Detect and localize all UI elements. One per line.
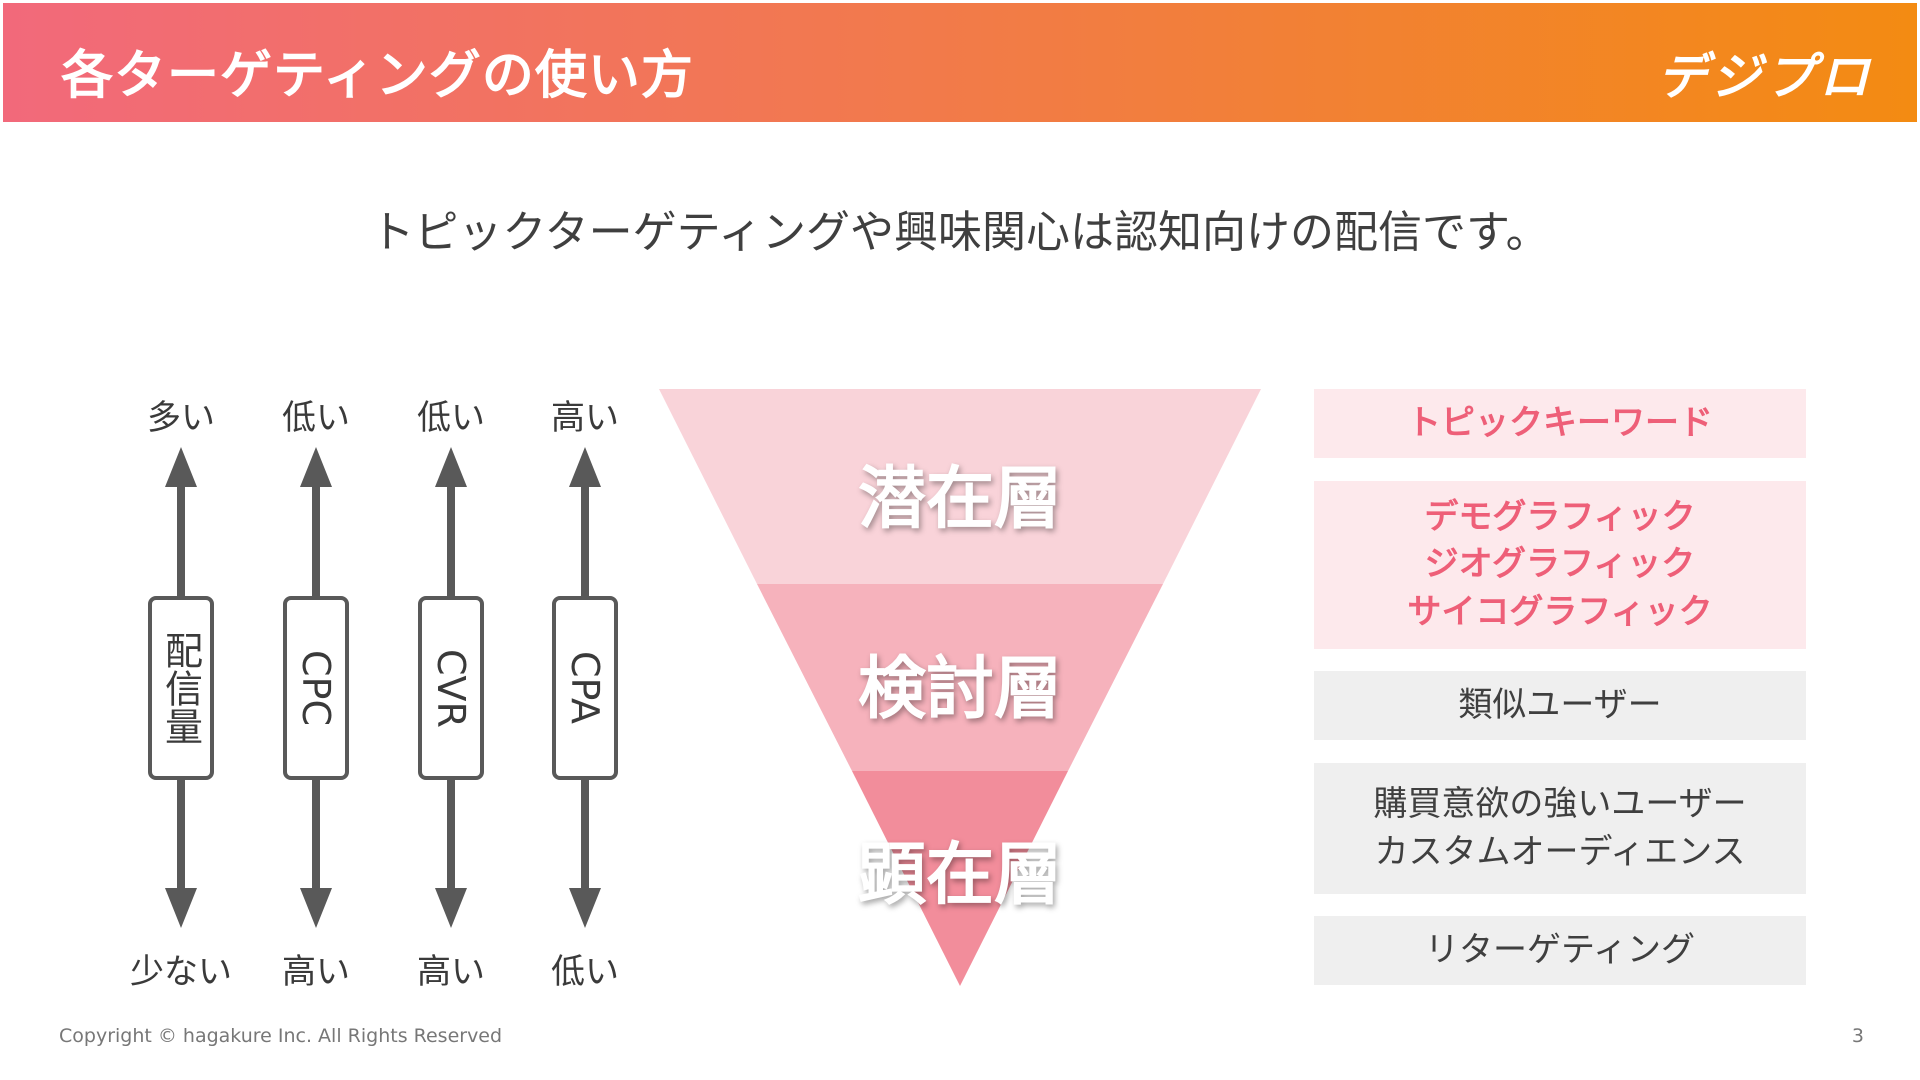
page-title: 各ターゲティングの使い方: [61, 46, 694, 106]
metric-name: 配信量: [158, 631, 203, 745]
header-bar: 各ターゲティングの使い方 デジプロ: [3, 3, 1917, 122]
funnel-layer-latent: [659, 389, 1261, 584]
arrow-shaft: [447, 485, 455, 597]
metric-bottom-label: 高い: [417, 952, 485, 992]
arrow-shaft: [177, 485, 185, 597]
metric-top-label: 低い: [417, 398, 485, 438]
metric-box: CVR: [418, 596, 484, 780]
metric-name: CPA: [563, 651, 607, 725]
metric-name: CVR: [429, 648, 473, 728]
arrow-down-icon: [165, 888, 197, 928]
arrow-shaft: [312, 780, 320, 890]
metric-bottom-label: 少ない: [130, 952, 232, 992]
page-number: 3: [1851, 1025, 1864, 1047]
arrow-shaft: [581, 780, 589, 890]
arrow-up-icon: [300, 447, 332, 487]
copyright: Copyright © hagakure Inc. All Rights Res…: [59, 1025, 503, 1047]
targeting-label: デモグラフィック: [1424, 496, 1696, 537]
arrow-shaft: [447, 780, 455, 890]
targeting-box: トピックキーワード: [1314, 389, 1806, 458]
metric-bottom-label: 高い: [282, 952, 350, 992]
targeting-label: 購買意欲の強いユーザー: [1373, 783, 1747, 824]
targeting-label: カスタムオーディエンス: [1374, 831, 1746, 872]
arrow-down-icon: [569, 888, 601, 928]
targeting-label: トピックキーワード: [1407, 402, 1713, 443]
funnel-label-manifest: 顕在層: [857, 836, 1062, 915]
targeting-box: 購買意欲の強いユーザーカスタムオーディエンス: [1314, 763, 1806, 894]
slide-subtitle: トピックターゲティングや興味関心は認知向けの配信です。: [370, 207, 1550, 258]
metric-bottom-label: 低い: [551, 952, 619, 992]
metric-top-label: 多い: [147, 398, 215, 438]
brand-logo: デジプロ: [1657, 48, 1873, 106]
arrow-up-icon: [435, 447, 467, 487]
arrow-shaft: [177, 780, 185, 890]
funnel-label-latent: 潜在層: [857, 460, 1062, 539]
targeting-label: 類似ユーザー: [1458, 684, 1662, 725]
metric-top-label: 低い: [282, 398, 350, 438]
arrow-up-icon: [165, 447, 197, 487]
targeting-label: サイコグラフィック: [1407, 591, 1713, 632]
metric-box: CPA: [552, 596, 618, 780]
metric-name: CPC: [294, 650, 338, 726]
arrow-down-icon: [435, 888, 467, 928]
metric-box: 配信量: [148, 596, 214, 780]
funnel-layer-manifest: [852, 771, 1068, 986]
targeting-box: デモグラフィックジオグラフィックサイコグラフィック: [1314, 481, 1806, 649]
arrow-shaft: [312, 485, 320, 597]
arrow-up-icon: [569, 447, 601, 487]
targeting-label: ジオグラフィック: [1424, 544, 1696, 585]
funnel-label-consideration: 検討層: [857, 650, 1062, 729]
metric-box: CPC: [283, 596, 349, 780]
targeting-box: 類似ユーザー: [1314, 671, 1806, 740]
funnel-layer-consideration: [757, 584, 1163, 771]
arrow-down-icon: [300, 888, 332, 928]
targeting-label: リターゲティング: [1425, 929, 1695, 970]
targeting-box: リターゲティング: [1314, 916, 1806, 985]
metric-top-label: 高い: [551, 398, 619, 438]
arrow-shaft: [581, 485, 589, 597]
